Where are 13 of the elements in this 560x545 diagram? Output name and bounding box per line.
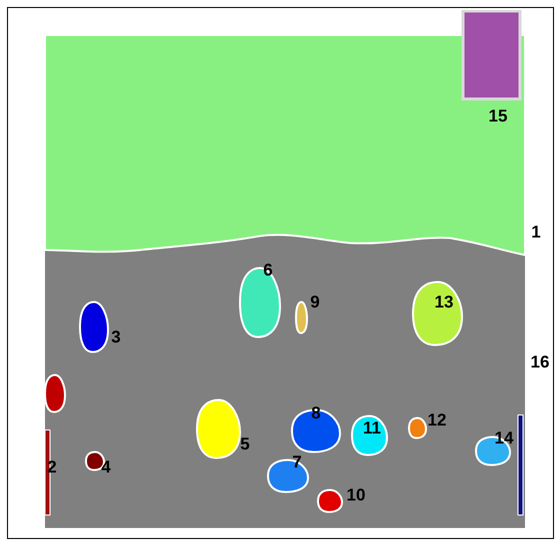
callout-number: 13 [434, 294, 454, 310]
callout-number: 5 [240, 436, 250, 452]
callout-number: 15 [488, 108, 508, 124]
callout-number: 6 [263, 262, 273, 278]
callout-number: 16 [530, 354, 550, 370]
callout-number: 1 [531, 224, 541, 240]
callout-number: 11 [363, 420, 381, 436]
callout-number: 10 [346, 486, 366, 504]
callout-number: 9 [310, 294, 320, 310]
callout-number: 7 [292, 454, 302, 470]
callout-number: 12 [428, 412, 446, 428]
callout-number: 4 [101, 458, 111, 476]
callout-number: 3 [111, 328, 121, 346]
